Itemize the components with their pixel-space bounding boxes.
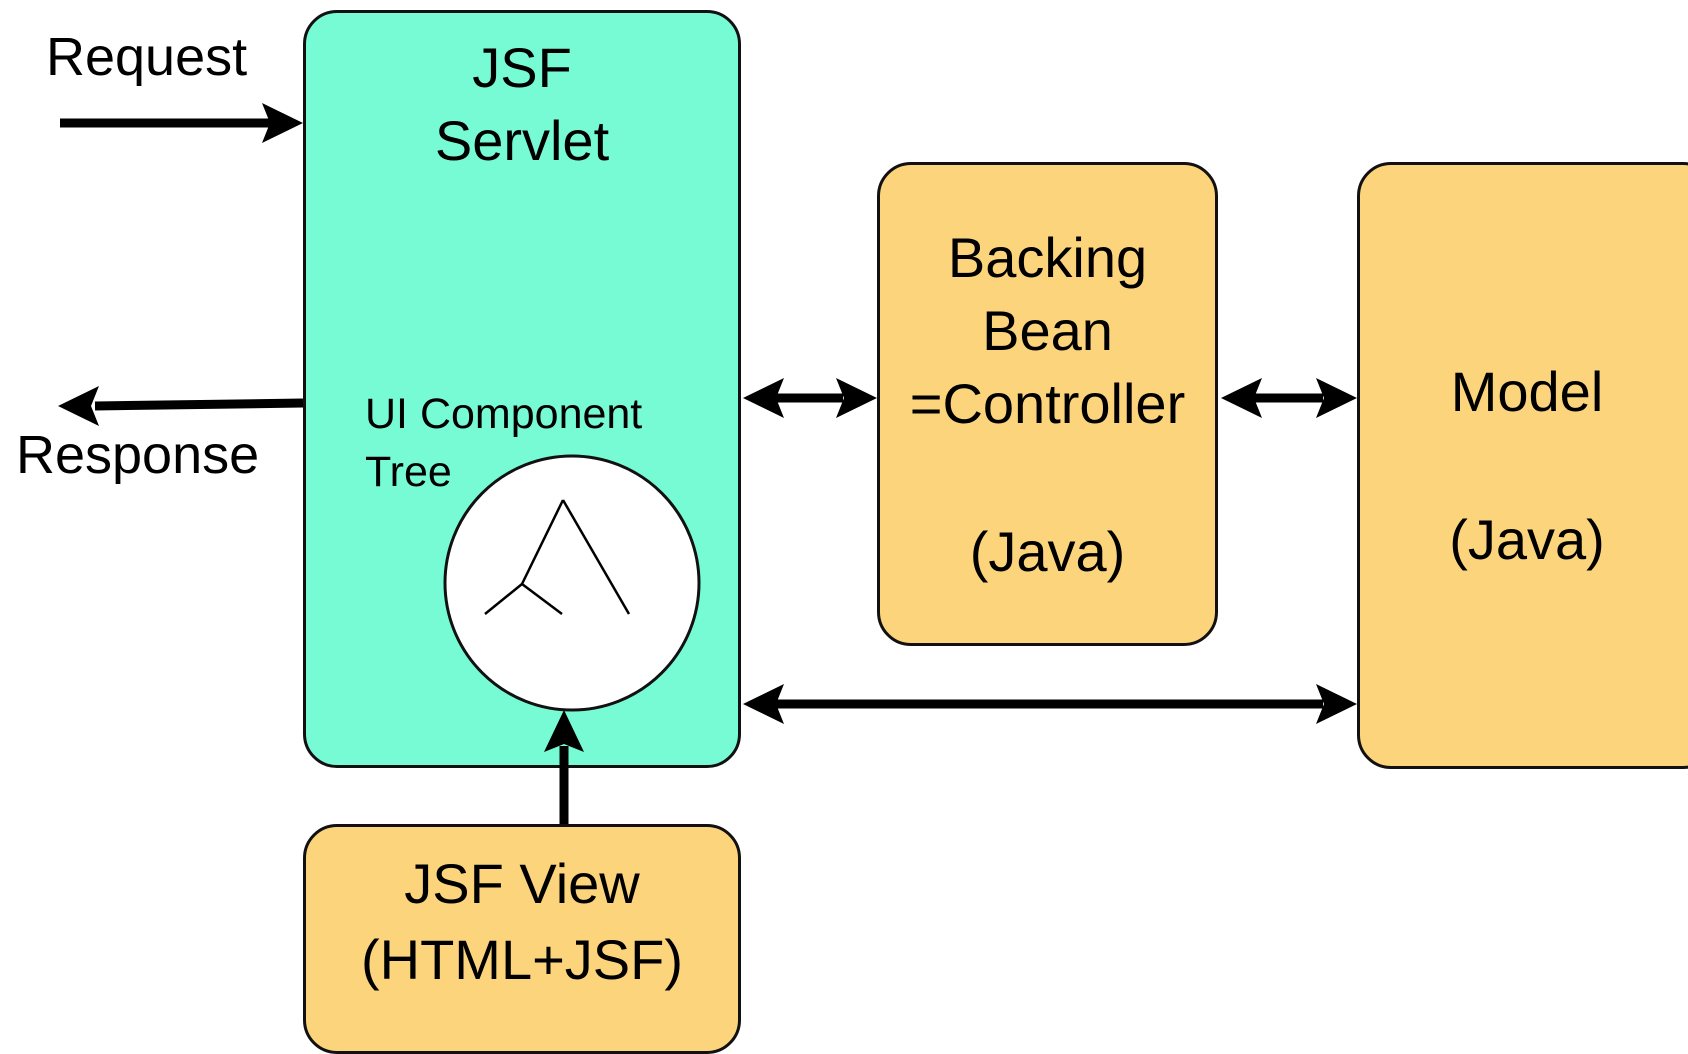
response-arrow: [58, 386, 304, 426]
ui-component-tree-circle: [443, 454, 701, 712]
bean-label-line2: Bean: [982, 299, 1113, 362]
servlet-title-line2: Servlet: [434, 109, 610, 172]
ui-tree-label-line2: Tree: [365, 448, 452, 496]
request-arrow: [60, 103, 303, 143]
jsf-architecture-diagram: Request Response JSF Servlet UI Componen…: [16, 10, 1688, 1054]
model-box: [1357, 162, 1688, 769]
view-to-tree-arrow: [544, 710, 584, 824]
connectors-layer: [58, 103, 1357, 824]
bean-label-line4: (Java): [969, 520, 1126, 583]
servlet-model-double-arrow: [743, 684, 1357, 724]
servlet-bean-double-arrow: [743, 378, 877, 418]
model-label-line1: Model: [1450, 360, 1604, 423]
view-label-line2: (HTML+JSF): [361, 928, 683, 991]
bean-model-double-arrow: [1221, 378, 1357, 418]
servlet-title-line1: JSF: [472, 36, 572, 99]
response-label: Response: [16, 425, 260, 485]
ui-tree-label-line1: UI Component: [365, 390, 643, 438]
tree-icon: [484, 499, 631, 615]
view-label-line1: JSF View: [404, 852, 640, 915]
backing-bean-box: [877, 162, 1218, 646]
bean-label-line1: Backing: [947, 226, 1148, 289]
model-label-line2: (Java): [1449, 508, 1605, 571]
request-label: Request: [46, 27, 248, 87]
bean-label-line3: =Controller: [909, 372, 1186, 435]
